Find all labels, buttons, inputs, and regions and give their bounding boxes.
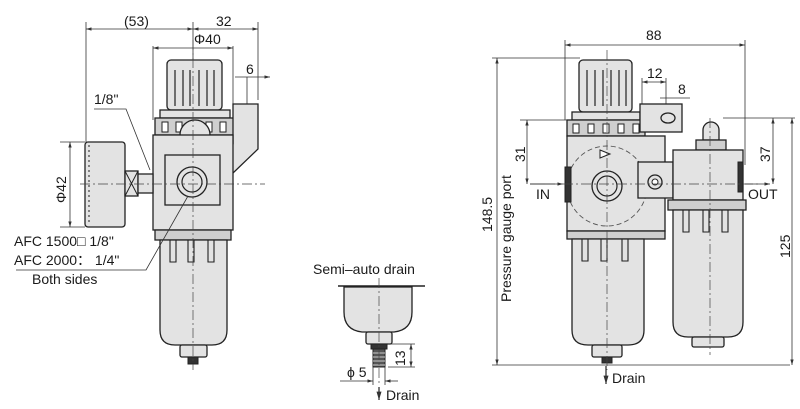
dim-port-offset-label: 12 [647,65,663,81]
dim-gauge-diameter-label: Φ42 [53,176,69,203]
lubricator-bowl [672,209,744,338]
dim-width-right-label: 32 [216,13,232,29]
afc2000-label: AFC 2000： 1/4" [14,252,119,268]
lubricator-body [672,149,744,201]
drain-length-label: 13 [392,350,408,366]
dim-diameter-top-label: Φ40 [194,31,221,47]
drain-detail: Semi–auto drain 13 ϕ 5 Drain [313,261,425,403]
inlet-label: IN [536,186,550,202]
drain-diameter-label: ϕ 5 [347,364,367,380]
dim-bracket-label: 6 [246,61,254,77]
side-drain-label: Drain [612,370,645,386]
dim-total-width-label: 88 [646,27,662,43]
front-view: (53) 32 Φ40 6 Φ42 [14,13,270,370]
dim-total-height-label: 148.5 [479,197,495,232]
gauge-port-label: 1/8" [94,91,118,107]
dim-offset-label: (53) [124,13,149,29]
both-sides-label: Both sides [32,271,97,287]
drain-detail-label: Drain [386,387,419,403]
afc1500-label: AFC 1500□ 1/8" [14,233,114,249]
side-filter-bowl [571,238,645,346]
drain-bowl [343,286,413,333]
outlet-label: OUT [748,186,778,202]
dim-lub-height-label: 125 [777,234,793,258]
pressure-gauge [84,141,126,228]
pressure-gauge-port-label: Pressure gauge port [498,175,514,302]
dim-gauge-height-label: 31 [512,146,528,162]
dim-port-size-label: 8 [678,81,686,97]
side-view: 88 12 8 [479,27,795,386]
filter-bowl [159,239,228,346]
dim-lub-top-label: 37 [757,146,773,162]
drain-detail-title: Semi–auto drain [313,261,415,277]
